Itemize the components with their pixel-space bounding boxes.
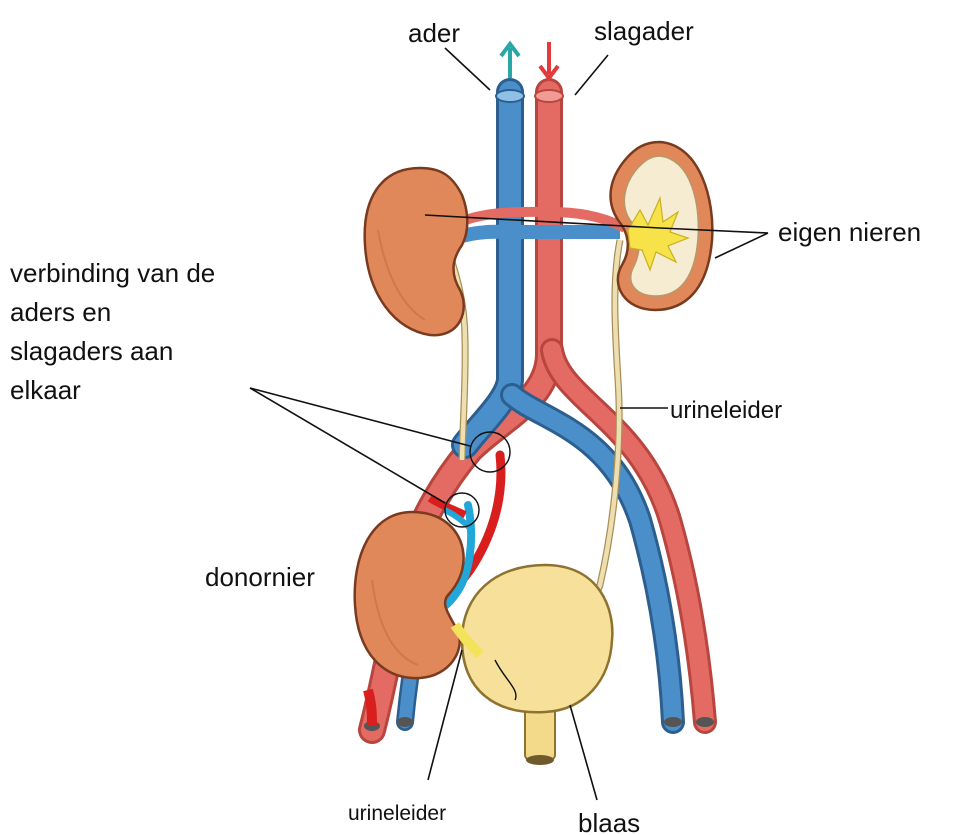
- label-verbinding-line3: slagaders aan: [10, 336, 173, 366]
- label-slagader: slagader: [594, 16, 694, 46]
- label-urineleider-bottom: urineleider: [348, 802, 446, 825]
- label-donornier: donornier: [205, 562, 315, 592]
- label-ader: ader: [408, 18, 460, 48]
- label-blaas: blaas: [578, 808, 640, 835]
- label-eigen-nieren: eigen nieren: [778, 217, 921, 247]
- arrow-up-icon: [501, 44, 519, 78]
- bladder: [462, 565, 612, 765]
- renal-vein: [455, 232, 620, 238]
- donor-kidney: [355, 512, 480, 726]
- label-urineleider-right: urineleider: [670, 397, 782, 424]
- own-kidney-left: [365, 168, 468, 335]
- label-verbinding-line1: verbinding van de: [10, 258, 215, 288]
- flow-arrows: [501, 42, 558, 78]
- arrow-down-icon: [540, 42, 558, 78]
- label-verbinding-line4: elkaar: [10, 375, 81, 405]
- label-verbinding-line2: aders en: [10, 297, 111, 327]
